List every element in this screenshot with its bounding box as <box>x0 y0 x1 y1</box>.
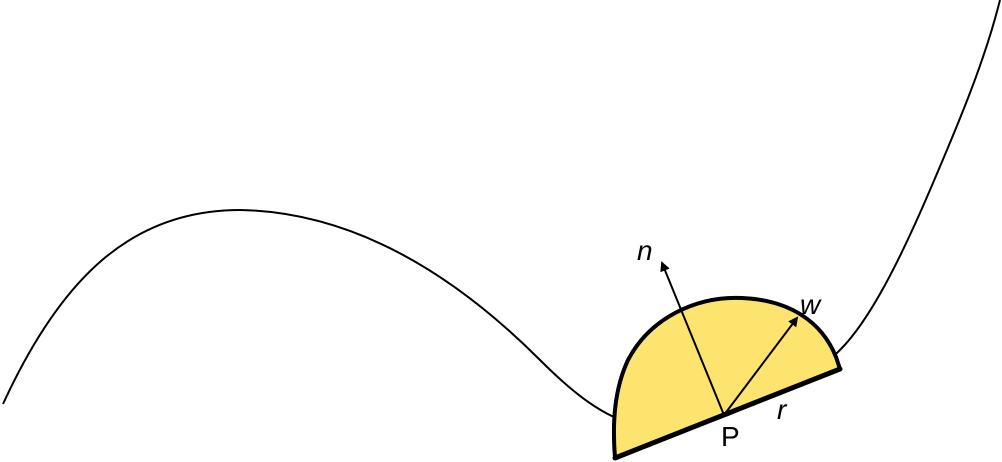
label-radius: r <box>777 394 788 425</box>
label-direction: w <box>800 289 822 320</box>
normal-vector-arrow <box>660 261 725 416</box>
hemisphere <box>611 295 842 460</box>
direction-vector-arrow <box>723 316 799 416</box>
label-point: P <box>721 421 740 452</box>
surface-curve <box>2 0 1001 430</box>
tangent-plane-line <box>612 366 843 461</box>
label-normal: n <box>637 235 653 266</box>
